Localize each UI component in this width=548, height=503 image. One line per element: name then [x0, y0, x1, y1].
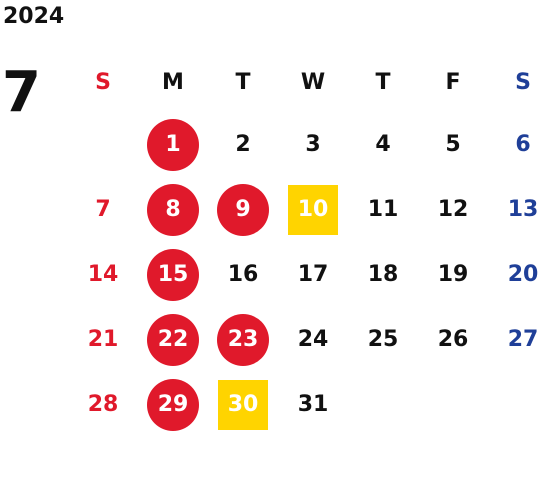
date-number: 4: [375, 132, 391, 157]
date-number: 2: [235, 132, 251, 157]
date-number: 28: [87, 392, 119, 417]
highlighted-date: 10: [288, 184, 338, 235]
day-cell[interactable]: 22: [138, 307, 208, 372]
weekday-header-tuesday: T: [235, 69, 251, 95]
day-cell[interactable]: 18: [348, 242, 418, 307]
day-cell[interactable]: 23: [208, 307, 278, 372]
day-cell[interactable]: 30: [208, 372, 278, 437]
day-cell[interactable]: 10: [278, 177, 348, 242]
day-cell[interactable]: 6: [488, 112, 548, 177]
day-cell: [348, 372, 418, 437]
date-number: 16: [227, 262, 259, 287]
date-number: 17: [297, 262, 329, 287]
day-cell[interactable]: 3: [278, 112, 348, 177]
holiday-date: 1: [147, 118, 199, 171]
day-cell[interactable]: 7: [68, 177, 138, 242]
date-number: 6: [515, 132, 531, 157]
date-number: 21: [87, 327, 119, 352]
day-cell[interactable]: 11: [348, 177, 418, 242]
day-cell[interactable]: 21: [68, 307, 138, 372]
day-cell[interactable]: 16: [208, 242, 278, 307]
day-cell[interactable]: 15: [138, 242, 208, 307]
day-cell[interactable]: 19: [418, 242, 488, 307]
date-number: 5: [445, 132, 461, 157]
day-cell[interactable]: 9: [208, 177, 278, 242]
day-cell[interactable]: 27: [488, 307, 548, 372]
day-cell[interactable]: 14: [68, 242, 138, 307]
day-cell: [68, 112, 138, 177]
day-cell[interactable]: 8: [138, 177, 208, 242]
day-cell[interactable]: 29: [138, 372, 208, 437]
day-cell[interactable]: 17: [278, 242, 348, 307]
day-cell[interactable]: 20: [488, 242, 548, 307]
weekday-header-monday: M: [162, 69, 184, 95]
holiday-date: 29: [147, 378, 199, 431]
day-cell[interactable]: 13: [488, 177, 548, 242]
date-number: 24: [297, 327, 329, 352]
date-number: 3: [305, 132, 321, 157]
day-cell[interactable]: 5: [418, 112, 488, 177]
year-label: 2024: [3, 4, 65, 29]
day-cell: [488, 372, 548, 437]
day-cell[interactable]: 4: [348, 112, 418, 177]
date-number: 20: [507, 262, 539, 287]
day-cell[interactable]: 26: [418, 307, 488, 372]
day-cell: [418, 372, 488, 437]
weekday-header-thursday: T: [375, 69, 391, 95]
day-cell[interactable]: 12: [418, 177, 488, 242]
date-number: 14: [87, 262, 119, 287]
day-cell[interactable]: 2: [208, 112, 278, 177]
date-number: 31: [297, 392, 329, 417]
day-cell[interactable]: 25: [348, 307, 418, 372]
weekday-header-friday: F: [445, 69, 461, 95]
day-cell[interactable]: 1: [138, 112, 208, 177]
date-number: 25: [367, 327, 399, 352]
weekday-header-sunday: S: [95, 69, 111, 95]
month-number: 7: [2, 60, 41, 125]
holiday-date: 22: [147, 313, 199, 366]
date-number: 18: [367, 262, 399, 287]
weekday-header-wednesday: W: [300, 69, 326, 95]
date-number: 12: [437, 197, 469, 222]
holiday-date: 8: [147, 183, 199, 236]
day-cell[interactable]: 24: [278, 307, 348, 372]
day-cell[interactable]: 28: [68, 372, 138, 437]
date-number: 11: [367, 197, 399, 222]
holiday-date: 15: [147, 248, 199, 301]
date-number: 26: [437, 327, 469, 352]
day-cell[interactable]: 31: [278, 372, 348, 437]
weekday-header-saturday: S: [515, 69, 531, 95]
date-number: 13: [507, 197, 539, 222]
date-number: 27: [507, 327, 539, 352]
holiday-date: 23: [217, 313, 269, 366]
highlighted-date: 30: [218, 379, 268, 430]
date-number: 7: [95, 197, 111, 222]
holiday-date: 9: [217, 183, 269, 236]
date-number: 19: [437, 262, 469, 287]
